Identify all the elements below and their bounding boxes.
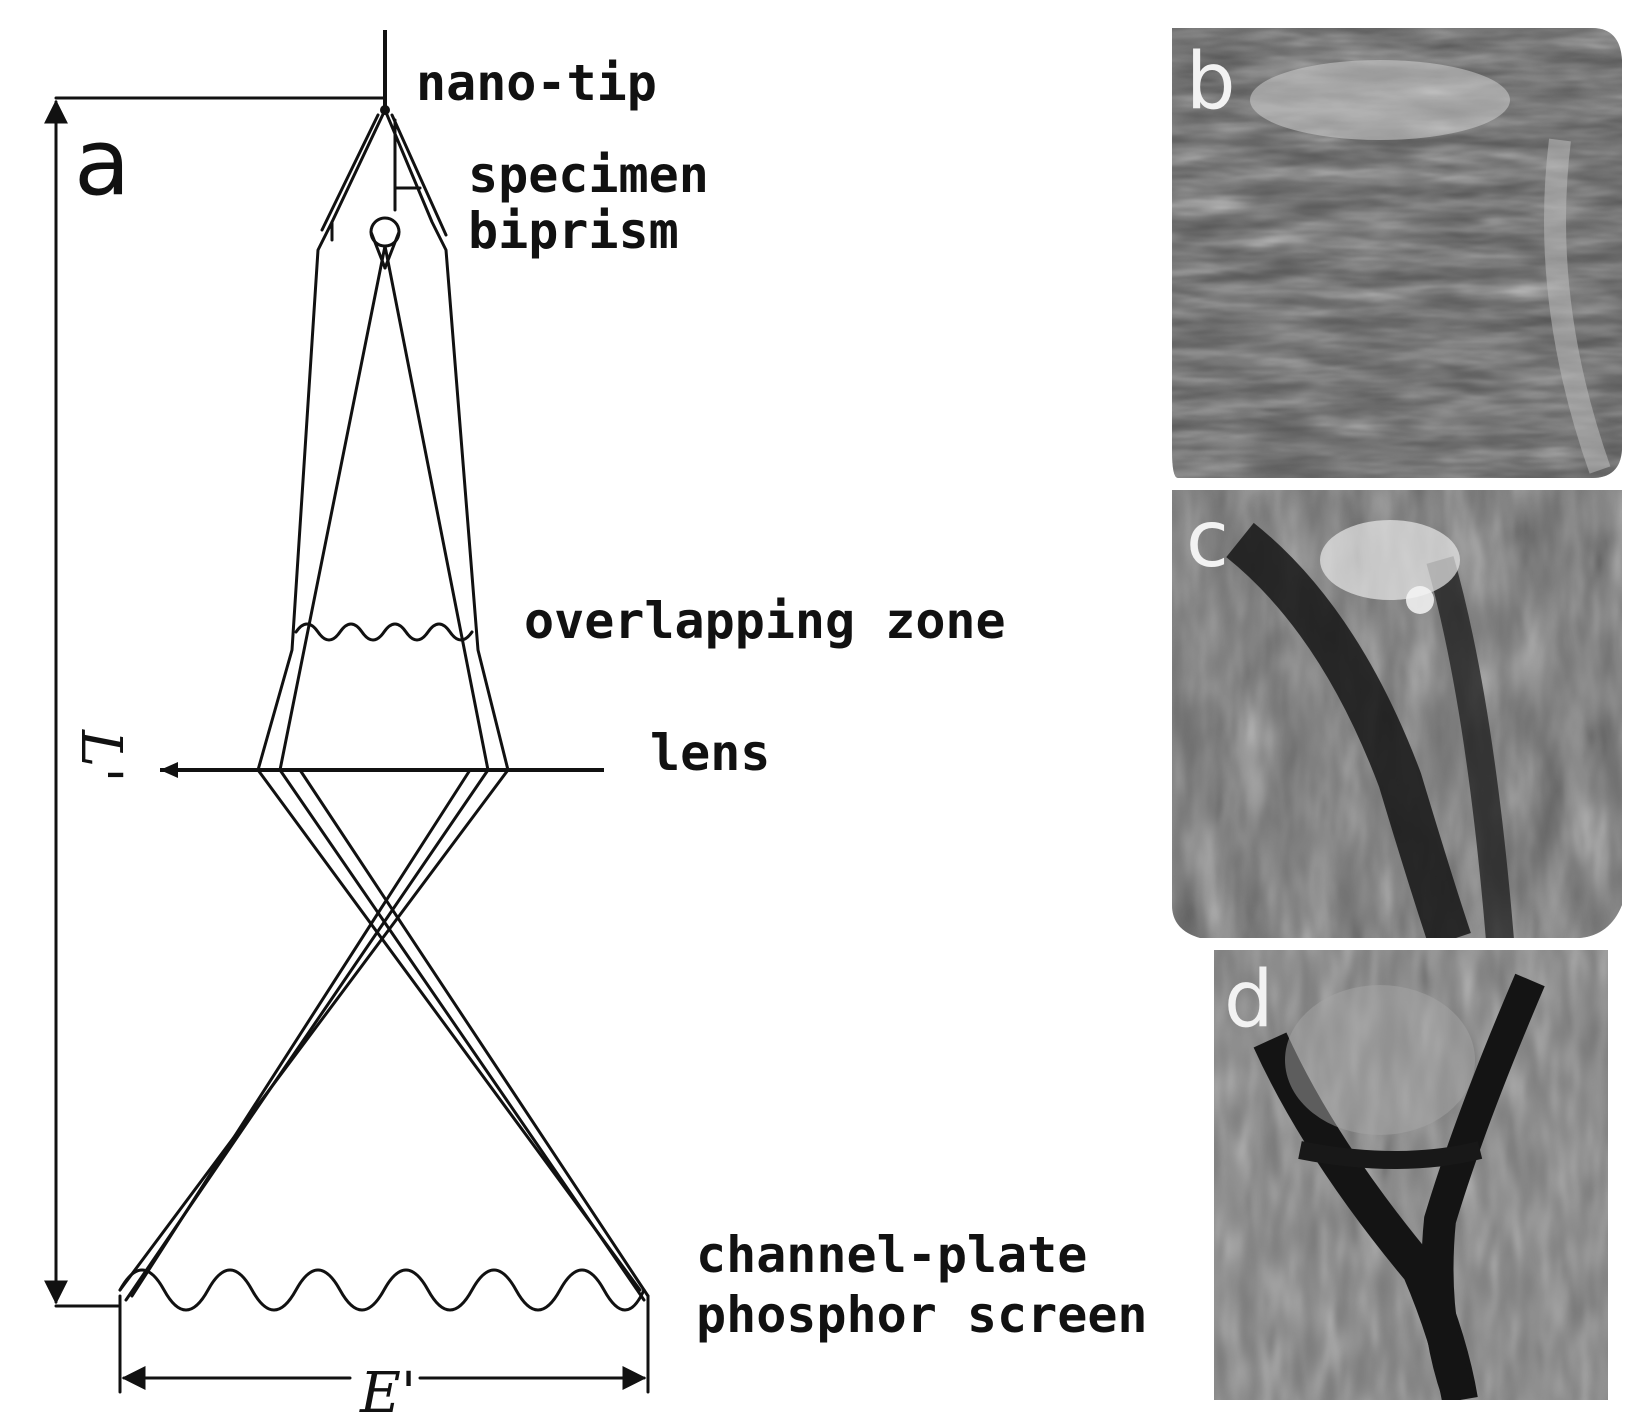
hologram-panel-b: b xyxy=(1172,28,1622,478)
biprism-right-edge xyxy=(383,230,401,270)
ray-post-lens-4 xyxy=(118,768,510,1292)
label-overlapping-zone: overlapping zone xyxy=(524,592,1006,650)
reconstruction-d-dark-fiber-right xyxy=(1421,973,1545,1400)
reconstruction-d-cross-fiber xyxy=(1298,1141,1483,1169)
label-channel-plate: channel-plate xyxy=(696,1226,1087,1284)
screen-fringes xyxy=(118,1268,646,1312)
label-phosphor-screen: phosphor screen xyxy=(696,1286,1148,1344)
ray-post-lens-2 xyxy=(278,768,646,1302)
ray-post-lens-3 xyxy=(298,768,650,1298)
dim-L-label: L' xyxy=(68,729,133,783)
beam-outer-right-inner xyxy=(390,113,448,237)
beam-outer-left-inner xyxy=(320,113,380,232)
label-lens: lens xyxy=(650,724,770,782)
beam-outer-left xyxy=(256,108,387,772)
beam-inner-right xyxy=(383,244,490,772)
reconstruction-c-bright-cluster xyxy=(1320,520,1460,600)
reconstruction-panel-d: d xyxy=(1214,950,1608,1400)
reconstruction-panel-c: c xyxy=(1172,490,1622,938)
panel-label-b: b xyxy=(1186,37,1236,127)
reconstruction-c-bright-spot xyxy=(1406,586,1434,614)
reconstruction-c-dark-fiber-1 xyxy=(1226,522,1471,938)
schematic-panel-a: a nano-tip L' specimen biprism overlappi… xyxy=(44,30,1148,1426)
lens-arrow-left xyxy=(160,762,178,778)
reconstruction-d-bright-region xyxy=(1285,985,1475,1135)
reconstruction-c-dark-fiber-2 xyxy=(1426,556,1514,938)
label-biprism: biprism xyxy=(468,202,679,260)
beam-inner-left xyxy=(278,244,387,772)
dim-E-label: E' xyxy=(359,1361,416,1426)
label-specimen: specimen xyxy=(468,146,709,204)
biprism-left-edge xyxy=(369,230,387,270)
panel-label-a: a xyxy=(74,109,130,216)
hologram-b-edge-streak xyxy=(1544,138,1611,474)
ray-post-lens-6 xyxy=(130,768,472,1298)
panel-label-d: d xyxy=(1224,955,1274,1045)
label-nano-tip: nano-tip xyxy=(416,54,657,112)
panel-label-c: c xyxy=(1186,495,1229,585)
overlapping-zone-fringes xyxy=(294,622,474,642)
beam-outer-right xyxy=(383,108,510,772)
hologram-b-bright-region xyxy=(1250,60,1510,140)
